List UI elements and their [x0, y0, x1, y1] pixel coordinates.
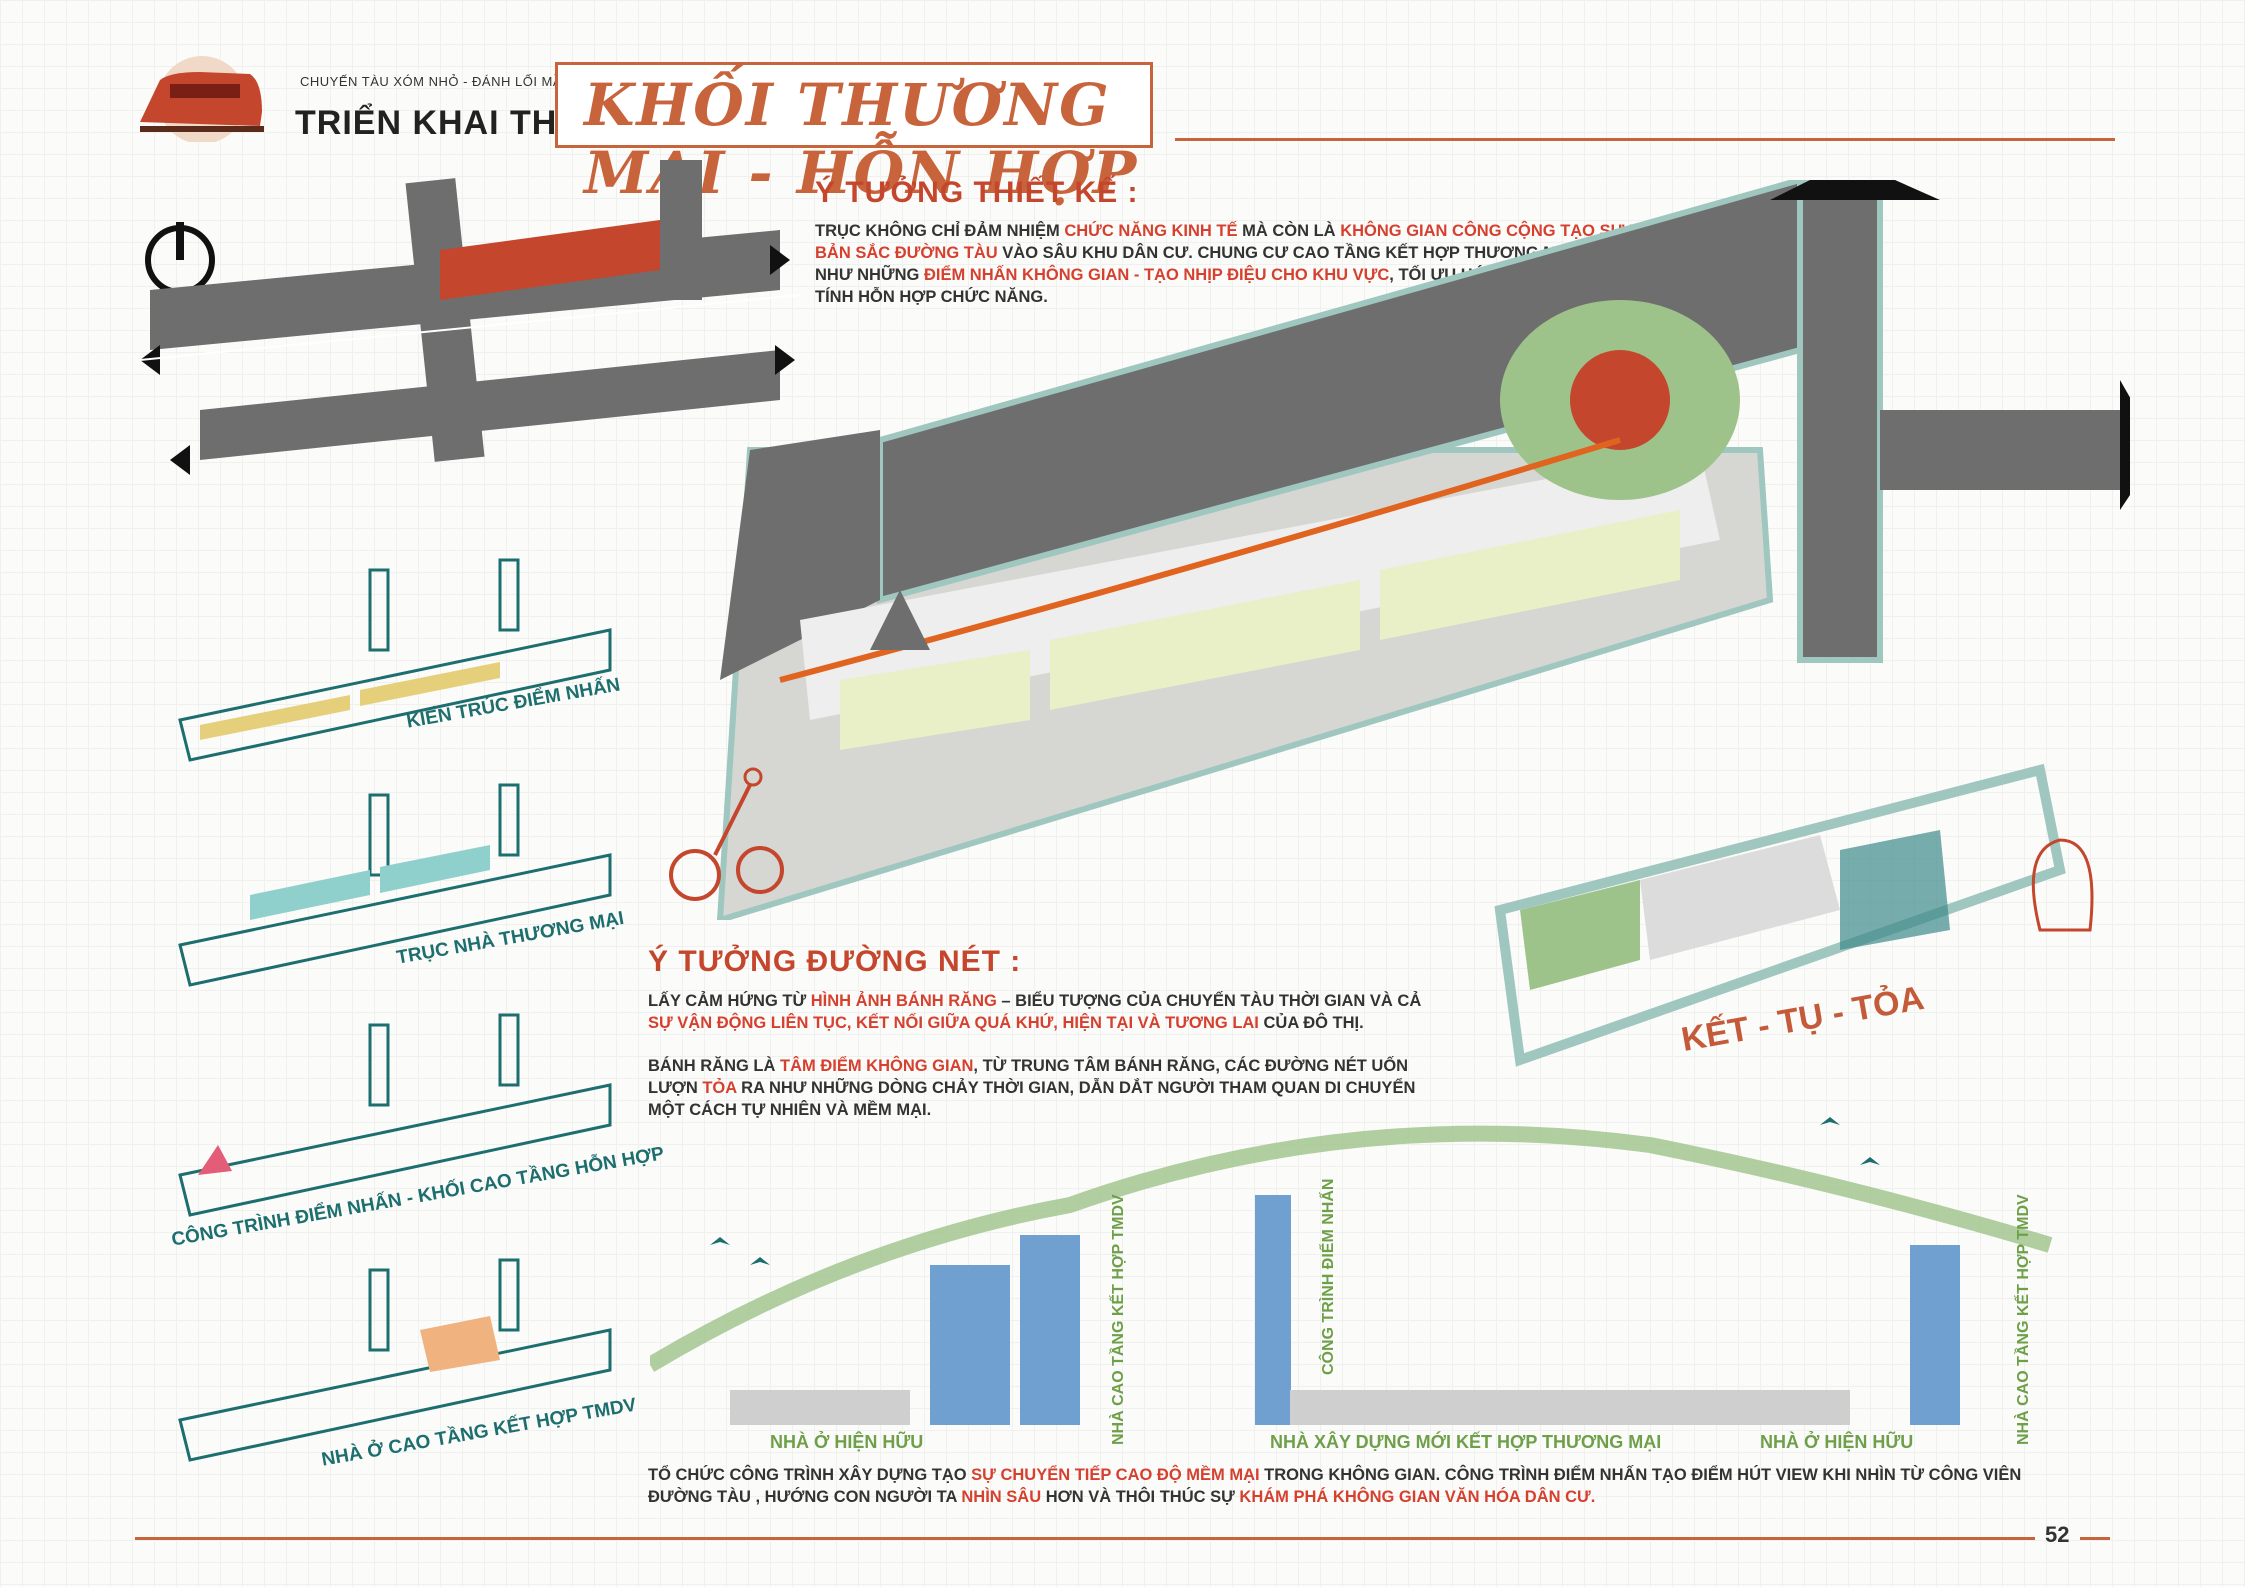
- cyclist-illustration-icon: [669, 767, 784, 901]
- highlight-run: TÂM ĐIỂM KHÔNG GIAN: [780, 1057, 974, 1075]
- north-icon: [145, 222, 215, 295]
- footer-rule: [135, 1537, 2035, 1540]
- text-run: TRONG KHÔNG GIAN. CÔNG TRÌNH ĐIỂM NHẤN T…: [648, 1466, 2022, 1506]
- highlight-run: SỰ VẬN ĐỘNG LIÊN TỤC, KẾT NỐI GIỮA QUÁ K…: [648, 1014, 1259, 1032]
- ket-tu-toa-diagram: [1494, 763, 2094, 1067]
- train-logo-icon: [140, 56, 264, 142]
- text-run: HƠN VÀ THÔI THÚC SỰ: [1041, 1488, 1240, 1506]
- text-run: TRỤC KHÔNG CHỈ ĐẢM NHIỆM: [815, 222, 1065, 240]
- section-label-tmdv-2: NHÀ CAO TẦNG KẾT HỢP TMDV: [2015, 1194, 2032, 1445]
- page-number: 52: [2045, 1522, 2070, 1547]
- text-run: LẤY CẢM HỨNG TỪ: [648, 992, 811, 1010]
- diagram-landmark-architecture: [178, 558, 612, 762]
- bird-icon: [710, 1117, 1880, 1265]
- text-run: RA NHƯ NHỮNG DÒNG CHẢY THỜI GIAN, DẪN DẮ…: [648, 1079, 1416, 1119]
- footer-rule-right: [2080, 1537, 2110, 1540]
- idea-design-heading: Ý TƯỞNG THIẾT KẾ :: [815, 176, 1139, 209]
- highlight-run: KHÁM PHÁ KHÔNG GIAN VĂN HÓA DÂN CƯ.: [1239, 1488, 1596, 1506]
- section-illustration: [650, 1117, 2053, 1425]
- page-title-box: KHỐI THƯƠNG MẠI - HỖN HỢP: [555, 62, 1153, 207]
- highlight-run: SỰ CHUYỂN TIẾP CAO ĐỘ MỀM MẠI: [971, 1466, 1260, 1484]
- idea-line-heading: Ý TƯỞNG ĐƯỜNG NÉT :: [648, 945, 1022, 978]
- highlight-run: HÌNH ẢNH BÁNH RĂNG: [810, 992, 997, 1010]
- section-label-existing-2: NHÀ Ở HIỆN HỮU: [1760, 1432, 1914, 1452]
- diagram-landmark-building: [178, 1013, 612, 1217]
- text-run: CỦA ĐÔ THỊ.: [1258, 1014, 1364, 1032]
- diagram-commercial-axis: [178, 783, 612, 987]
- section-label-new-commercial: NHÀ XÂY DỰNG MỚI KẾT HỢP THƯƠNG MẠI: [1270, 1432, 1662, 1452]
- text-run: TỔ CHỨC CÔNG TRÌNH XÂY DỰNG TẠO: [648, 1466, 972, 1484]
- brand-subtitle: CHUYẾN TÀU XÓM NHỎ - ĐÁNH LỐI MẦM XANH: [300, 74, 616, 89]
- master-plan-diagram: [140, 160, 800, 475]
- footer-paragraph: TỔ CHỨC CÔNG TRÌNH XÂY DỰNG TẠO SỰ CHUYỂ…: [648, 1464, 2088, 1508]
- text-run: , TỪ TRUNG TÂM BÁNH RĂNG, CÁC ĐƯỜNG NÉT …: [648, 1057, 1409, 1097]
- site-plan-illustration: [716, 180, 2130, 920]
- highlight-run: TỎA: [702, 1079, 737, 1097]
- header-rule: [1175, 138, 2115, 141]
- section-label-landmark: CÔNG TRÌNH ĐIỂM NHẤN: [1320, 1178, 1337, 1375]
- tree-illustration-icon: [2031, 838, 2094, 932]
- text-run: – BIỂU TƯỢNG CỦA CHUYẾN TÀU THỜI GIAN VÀ…: [996, 992, 1422, 1010]
- idea-line-paragraph-1: LẤY CẢM HỨNG TỪ HÌNH ẢNH BÁNH RĂNG – BIỂ…: [648, 990, 1428, 1034]
- text-run: MÀ CÒN LÀ: [1237, 222, 1341, 240]
- highlight-run: ĐIỂM NHẤN KHÔNG GIAN - TẠO NHỊP ĐIỆU CHO…: [923, 266, 1390, 284]
- section-label-tmdv-1: NHÀ CAO TẦNG KẾT HỢP TMDV: [1110, 1194, 1127, 1445]
- highlight-run: NHÌN SÂU: [961, 1488, 1042, 1506]
- diagram-highrise-residential: [178, 1258, 612, 1462]
- highlight-run: CHỨC NĂNG KINH TẾ: [1064, 222, 1238, 240]
- section-label-existing-1: NHÀ Ở HIỆN HỮU: [770, 1432, 924, 1452]
- idea-line-paragraph-2: BÁNH RĂNG LÀ TÂM ĐIỂM KHÔNG GIAN, TỪ TRU…: [648, 1055, 1428, 1121]
- text-run: BÁNH RĂNG LÀ: [648, 1057, 780, 1075]
